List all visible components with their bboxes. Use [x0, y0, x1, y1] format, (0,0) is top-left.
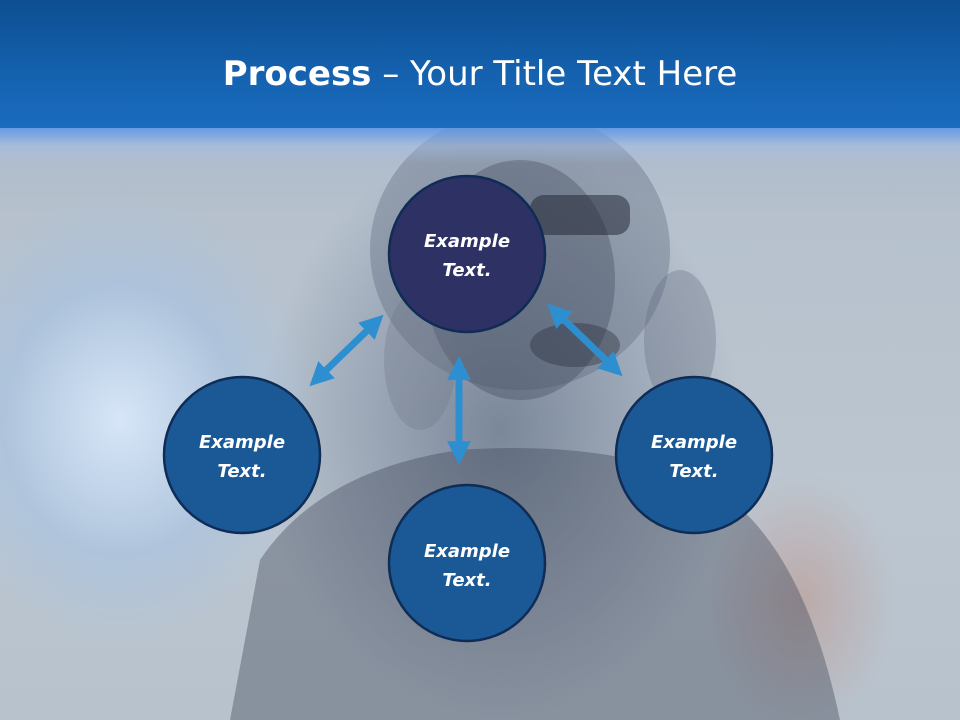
node-bottom: Example Text.: [387, 483, 547, 643]
node-left: Example Text.: [162, 375, 322, 535]
title-bar: Process – Your Title Text Here: [0, 0, 960, 128]
node-right-line2: Text.: [669, 461, 718, 482]
slide-title: Process – Your Title Text Here: [0, 52, 960, 96]
node-right-line1: Example: [651, 432, 737, 453]
node-top: Example Text.: [387, 174, 547, 334]
node-bottom-line1: Example: [424, 541, 510, 562]
slide-title-bold: Process: [222, 54, 372, 94]
node-left-line2: Text.: [217, 461, 266, 482]
arrow-top-left: [309, 314, 384, 387]
title-bar-glow: [0, 128, 960, 164]
node-top-line2: Text.: [442, 260, 491, 281]
node-bottom-line2: Text.: [442, 570, 491, 591]
arrow-top-right: [547, 303, 623, 377]
node-top-line1: Example: [424, 231, 510, 252]
node-right: Example Text.: [614, 375, 774, 535]
slide-title-rest: – Your Title Text Here: [371, 54, 738, 94]
node-left-line1: Example: [199, 432, 285, 453]
